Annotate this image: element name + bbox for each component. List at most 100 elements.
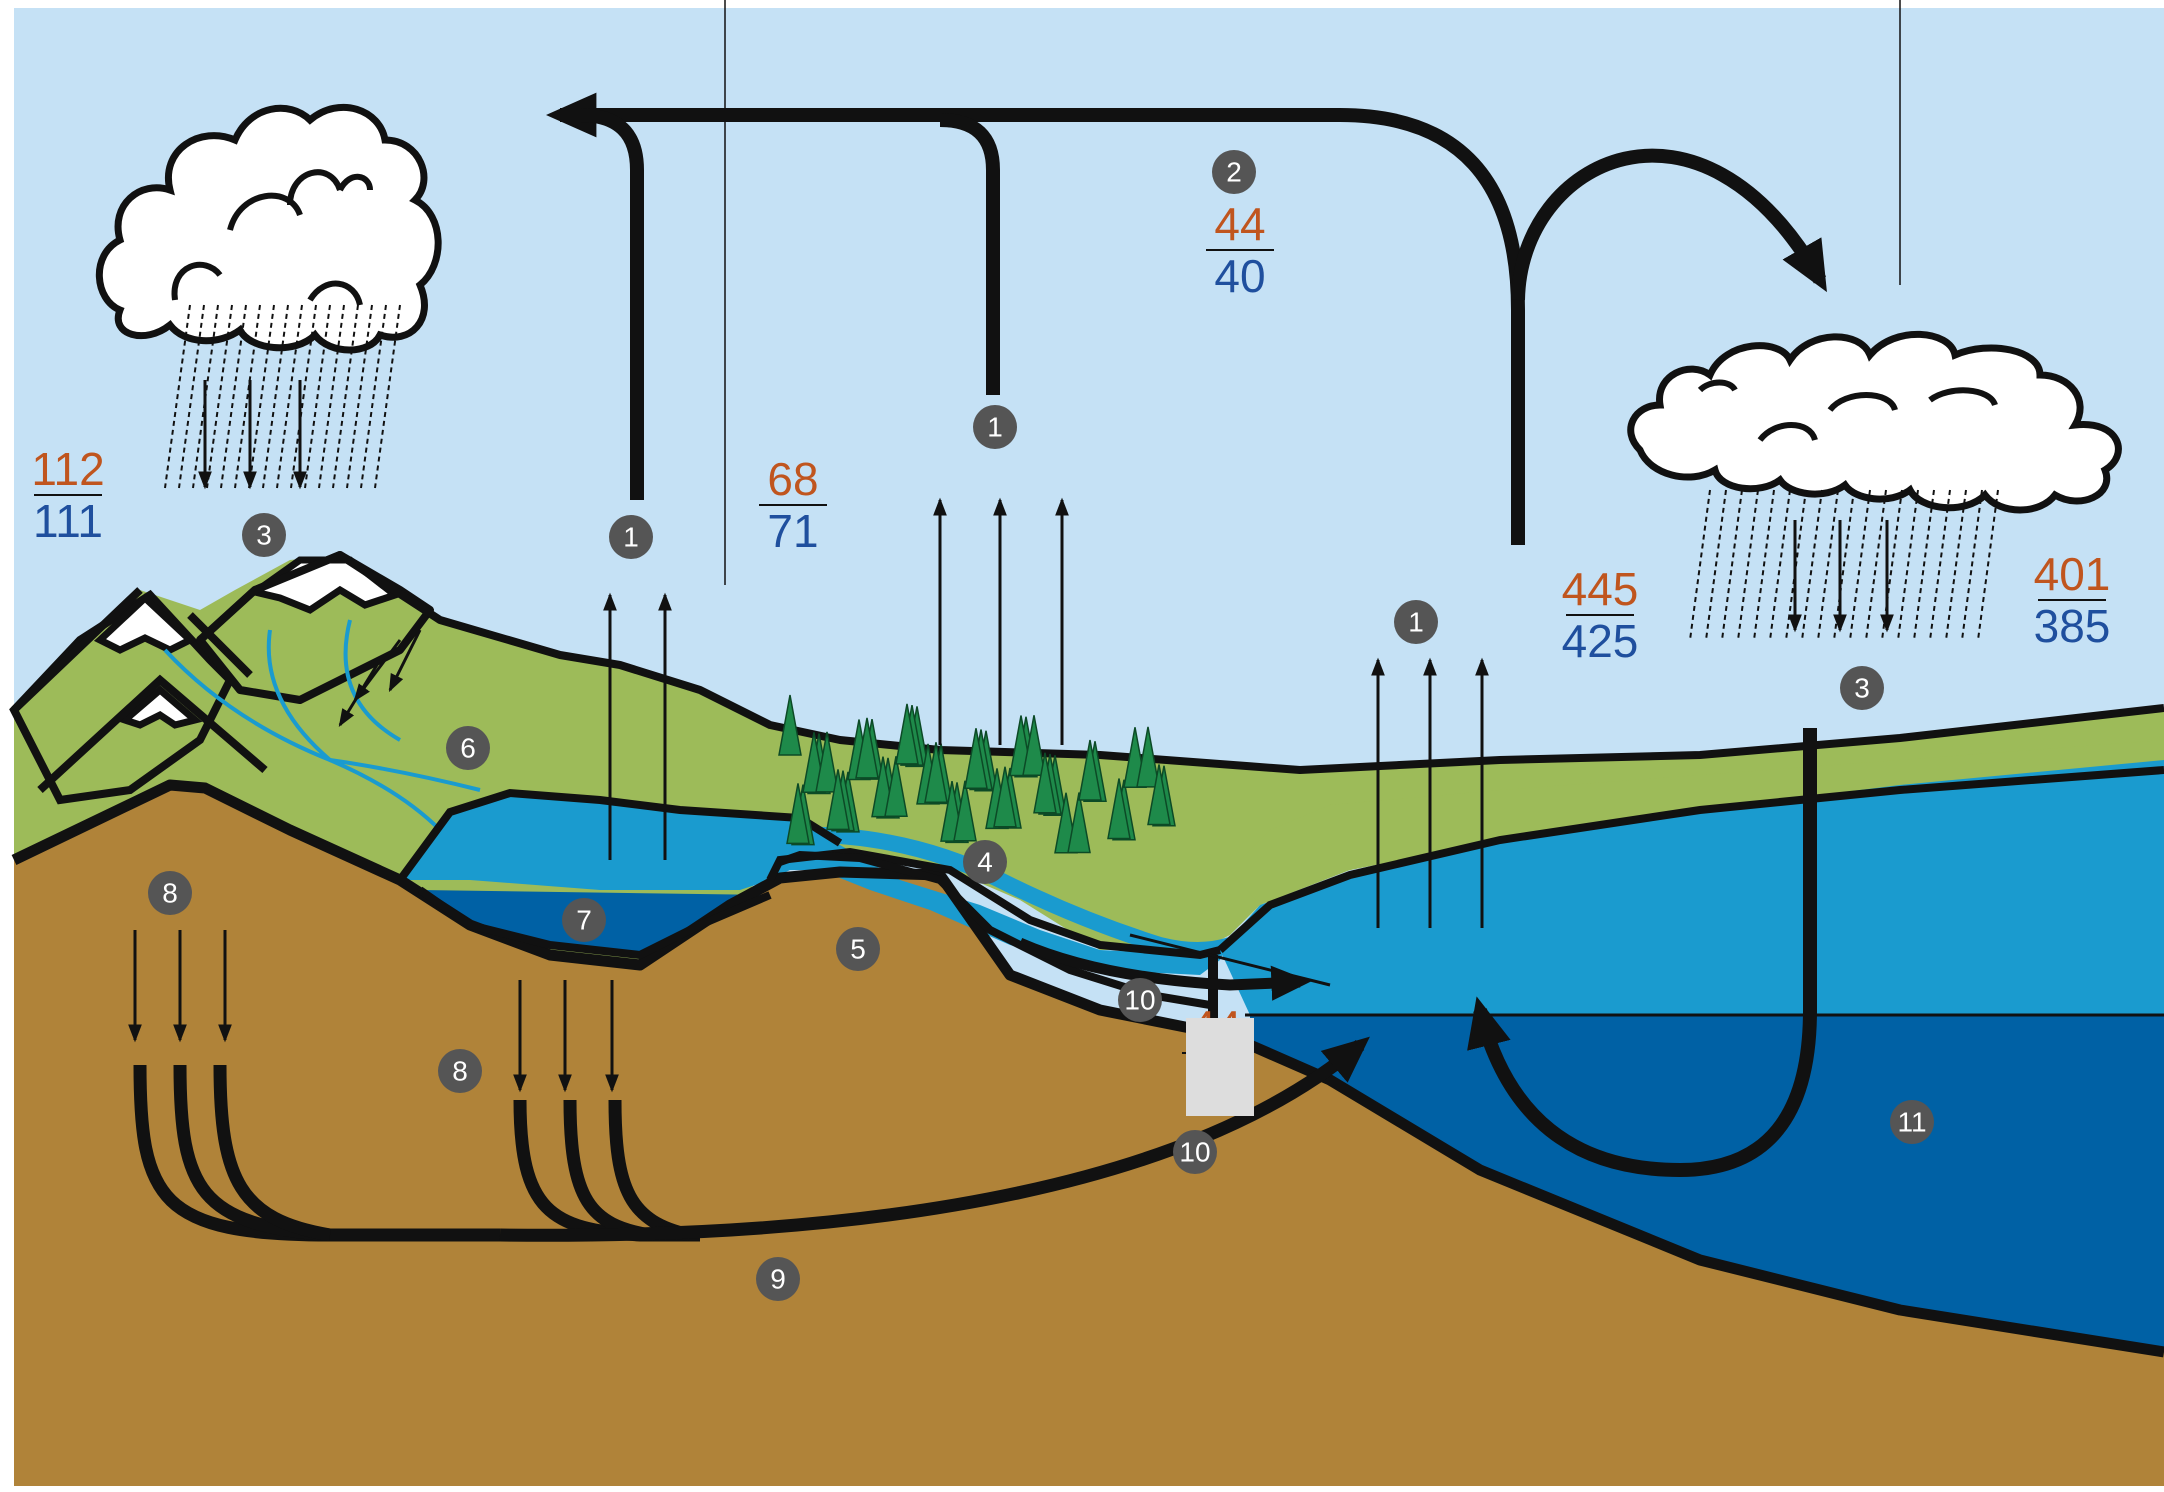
ocean-badge-circle [1890,1100,1934,1144]
flux-transport-top: 44 [1214,198,1265,250]
tree [786,783,810,845]
groundwater-badge-circle [756,1257,800,1301]
tree [884,756,908,818]
snowmelt-stream-3 [343,619,401,742]
flux-land-evap-bottom: 71 [767,505,818,557]
snowmelt-arrow [338,659,382,728]
flux-land-evap-top: 68 [767,453,818,505]
soil-badge: 5 [836,927,880,971]
flux-ocean-evap-top: 445 [1562,563,1639,615]
precipitation-badge-land: 3 [242,513,286,557]
flux-land-precip-top: 112 [31,443,104,495]
deep-ocean [1250,1015,2164,1352]
infiltration-badge-center-label: 8 [452,1056,468,1087]
tree [1136,726,1160,788]
flux-ocean-precip-top: 401 [2034,548,2111,600]
evaporation-badge-ocean: 1 [1394,600,1438,644]
snowmelt-stream-2 [266,629,481,792]
discharge-badge-upper-label: 10 [1124,985,1155,1016]
snowmelt-stream-1 [163,648,442,832]
transport-badge-circle [1212,150,1256,194]
runoff-label-background [1186,1018,1254,1116]
groundwater-badge: 9 [756,1257,800,1301]
tree [953,780,977,842]
snow-cap-left [93,593,197,654]
transport-badge: 2 [1212,150,1256,194]
tree [1078,739,1102,801]
flux-ocean-precip-bottom: 385 [2034,600,2111,652]
snowmelt-arrow [388,629,422,693]
ocean-badge-label: 11 [1897,1107,1926,1138]
flux-land-precip-bottom: 111 [33,495,103,547]
discharge-badge-upper-circle [1118,978,1162,1022]
discharge-badge-lower-label: 10 [1179,1137,1210,1168]
tree [924,742,948,804]
soil-badge-label: 5 [850,934,866,965]
precipitation-badge-ocean: 3 [1840,666,1884,710]
coast-outline [1217,766,2164,953]
discharge-badge-lower: 10 [1173,1130,1217,1174]
discharge-badge-upper: 10 [1118,978,1162,1022]
evaporation-arrows [128,380,1894,1093]
snowmelt-badge: 6 [446,726,490,770]
tree [1067,792,1091,854]
evaporation-badge-ocean-label: 1 [1408,607,1424,638]
tree [815,731,839,793]
precipitation-badge-land-circle [242,513,286,557]
coastal-grass [1230,740,2164,905]
ocean-rain [1689,489,1999,641]
snowmelt-badge-circle [446,726,490,770]
tree [1147,764,1171,826]
land-cloud [95,103,442,354]
infiltration-badge-left-circle [148,871,192,915]
river-badge: 4 [963,840,1007,884]
soil-badge-circle [836,927,880,971]
forest [778,694,1176,854]
groundwater-badge-label: 9 [770,1264,786,1295]
tree [1107,778,1131,840]
snowmelt-badge-label: 6 [460,733,476,764]
ocean-badge: 11 [1890,1100,1934,1144]
tree [1033,752,1057,814]
infiltration-badge-center-circle [438,1049,482,1093]
precipitation-badge-ocean-label: 3 [1854,673,1870,704]
discharge-badge-lower-circle [1173,1130,1217,1174]
evaporation-badge-lake-circle [609,515,653,559]
flux-ocean-evap-bottom: 425 [1562,615,1639,667]
lake-badge: 7 [562,898,606,942]
flux-transport-bottom: 40 [1214,250,1265,302]
infiltration-badge-left: 8 [148,871,192,915]
tree [964,728,988,790]
infiltration-badge-center: 8 [438,1049,482,1093]
ocean-cloud-arrow [1511,148,1827,301]
lake-badge-circle [562,898,606,942]
snow-cap-lower [118,685,203,729]
evapotranspiration-badge-circle [973,405,1017,449]
tree [1022,715,1046,776]
mountain-slope-line [187,612,253,678]
mountain-lake [400,793,1230,975]
tree [855,717,879,779]
evapotranspiration-riser [939,113,1000,395]
evaporation-badge-lake: 1 [609,515,653,559]
evapotranspiration-badge: 1 [973,405,1017,449]
river-outflow-arrow [1017,937,1311,1001]
tree [826,769,850,831]
river-badge-circle [963,840,1007,884]
river-badge-label: 4 [977,847,993,878]
evapotranspiration-badge-label: 1 [987,412,1003,443]
mountain-ridge-line [37,674,268,793]
tree [895,703,919,765]
ocean-surface-layer [1220,760,2164,1015]
tree [993,766,1017,828]
lake-bottom-outline [417,886,772,960]
evaporation-badge-ocean-circle [1394,600,1438,644]
lake-badge-label: 7 [576,905,592,936]
tree [778,694,802,756]
infiltration-badge-left-label: 8 [162,878,178,909]
